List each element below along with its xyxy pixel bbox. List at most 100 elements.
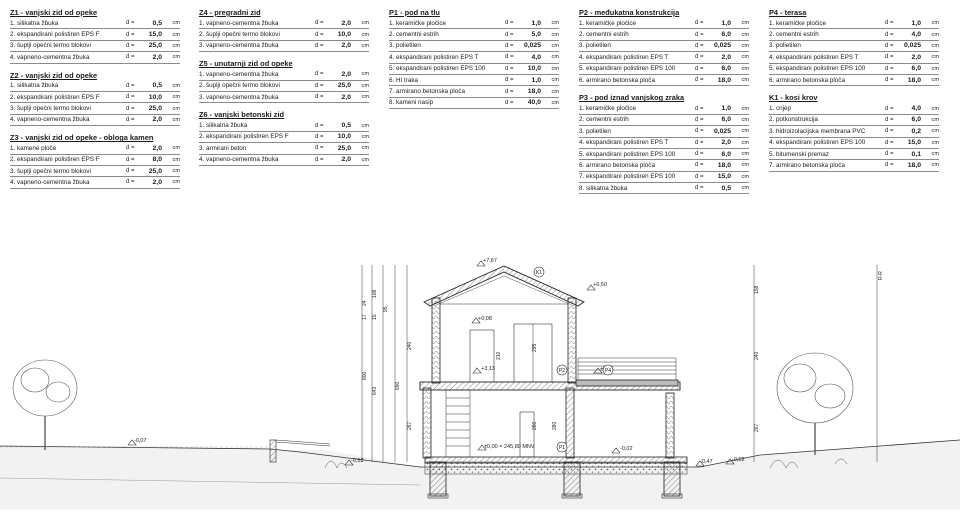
thickness-label: d = — [315, 156, 324, 163]
thickness-label: d = — [885, 116, 894, 123]
layer-name: 3. šuplji opečni termo blokovi — [10, 167, 91, 175]
layer-name: 2. šuplji opečni termo blokovi — [199, 82, 280, 90]
dim-right-3: 267 — [754, 423, 760, 432]
level-ground: ±0,00 = 245,80 MNV — [484, 444, 535, 450]
thickness-label: d = — [315, 133, 324, 140]
layer-group-title: P1 - pod na tlu — [389, 8, 440, 17]
tag-p1: P1 — [559, 445, 565, 451]
level-terrain-left: -0,52 — [351, 458, 364, 464]
layer-name: 4. vapneno-cementna žbuka — [10, 178, 90, 186]
thickness-unit: cm — [361, 133, 369, 140]
layer-name: 3. polietilen — [579, 127, 611, 135]
thickness-label: d = — [126, 42, 135, 49]
level-upper-floor: +3,13 — [481, 366, 495, 372]
terrain-line — [0, 440, 960, 510]
thickness-label: d = — [695, 105, 704, 112]
thickness-value: 1,0 — [721, 105, 731, 113]
thickness-unit: cm — [551, 99, 559, 106]
thickness-value: 18,0 — [907, 161, 921, 169]
thickness-label: d = — [885, 31, 894, 38]
terrace-slab — [575, 379, 679, 387]
thickness-value: 2,0 — [341, 70, 351, 78]
thickness-unit: cm — [172, 168, 180, 175]
thickness-unit: cm — [931, 105, 939, 112]
tree-right-icon — [776, 352, 854, 455]
thickness-value: 0,1 — [911, 150, 921, 158]
door-upper-left — [469, 329, 495, 383]
layer-name: 2. cementni estrih — [579, 31, 629, 39]
thickness-unit: cm — [741, 139, 749, 146]
thickness-label: d = — [695, 54, 704, 61]
thickness-label: d = — [126, 105, 135, 112]
thickness-unit: cm — [741, 54, 749, 61]
dim-inner-2: 280 — [532, 421, 538, 430]
layer-name: 3. vapneno-cementna žbuka — [199, 42, 279, 50]
tag-k1: K1 — [536, 270, 542, 276]
layer-name: 3. polietilen — [769, 42, 801, 50]
thickness-label: d = — [505, 20, 514, 27]
thickness-unit: cm — [931, 116, 939, 123]
layer-name: 6. armirano betonska ploča — [579, 76, 655, 84]
thickness-unit: cm — [551, 20, 559, 27]
thickness-unit: cm — [931, 65, 939, 72]
thickness-label: d = — [695, 151, 704, 158]
thickness-unit: cm — [172, 179, 180, 186]
thickness-value: 6,0 — [721, 116, 731, 124]
thickness-value: 2,0 — [341, 93, 351, 101]
thickness-label: d = — [505, 88, 514, 95]
level-ridge: +7,67 — [483, 258, 497, 264]
terrace-railing — [577, 357, 677, 380]
layer-name: 1. keramičke pločice — [389, 19, 447, 27]
wall-gf-right — [665, 392, 675, 459]
thickness-unit: cm — [551, 77, 559, 84]
thickness-unit: cm — [361, 82, 369, 89]
ground-slab — [424, 456, 688, 464]
thickness-value: 6,0 — [721, 65, 731, 73]
thickness-value: 0,2 — [911, 127, 921, 135]
layer-group-title: Z5 - unutarnji zid od opeke — [199, 59, 293, 69]
foundation-mid — [563, 461, 581, 497]
thickness-label: d = — [505, 42, 514, 49]
layer-name: 5. ekspandirani polistiren EPS 100 — [389, 65, 486, 73]
thickness-label: d = — [315, 82, 324, 89]
dim-left-9: 800 — [362, 371, 368, 380]
thickness-unit: cm — [741, 185, 749, 192]
thickness-unit: cm — [741, 20, 749, 27]
thickness-label: d = — [126, 116, 135, 123]
side-label: R-R — [878, 271, 884, 280]
layer-name: 2. cementni estrih — [389, 31, 439, 39]
dim-left-8: 643 — [372, 386, 378, 395]
thickness-label: d = — [885, 77, 894, 84]
retaining-wall — [269, 439, 277, 463]
thickness-label: d = — [885, 151, 894, 158]
layer-group-title: K1 - kosi krov — [769, 93, 818, 103]
thickness-unit: cm — [361, 20, 369, 27]
thickness-value: 6,0 — [911, 65, 921, 73]
thickness-value: 0,5 — [341, 122, 351, 130]
layer-name: 4. vapneno-cementna žbuka — [199, 156, 279, 164]
